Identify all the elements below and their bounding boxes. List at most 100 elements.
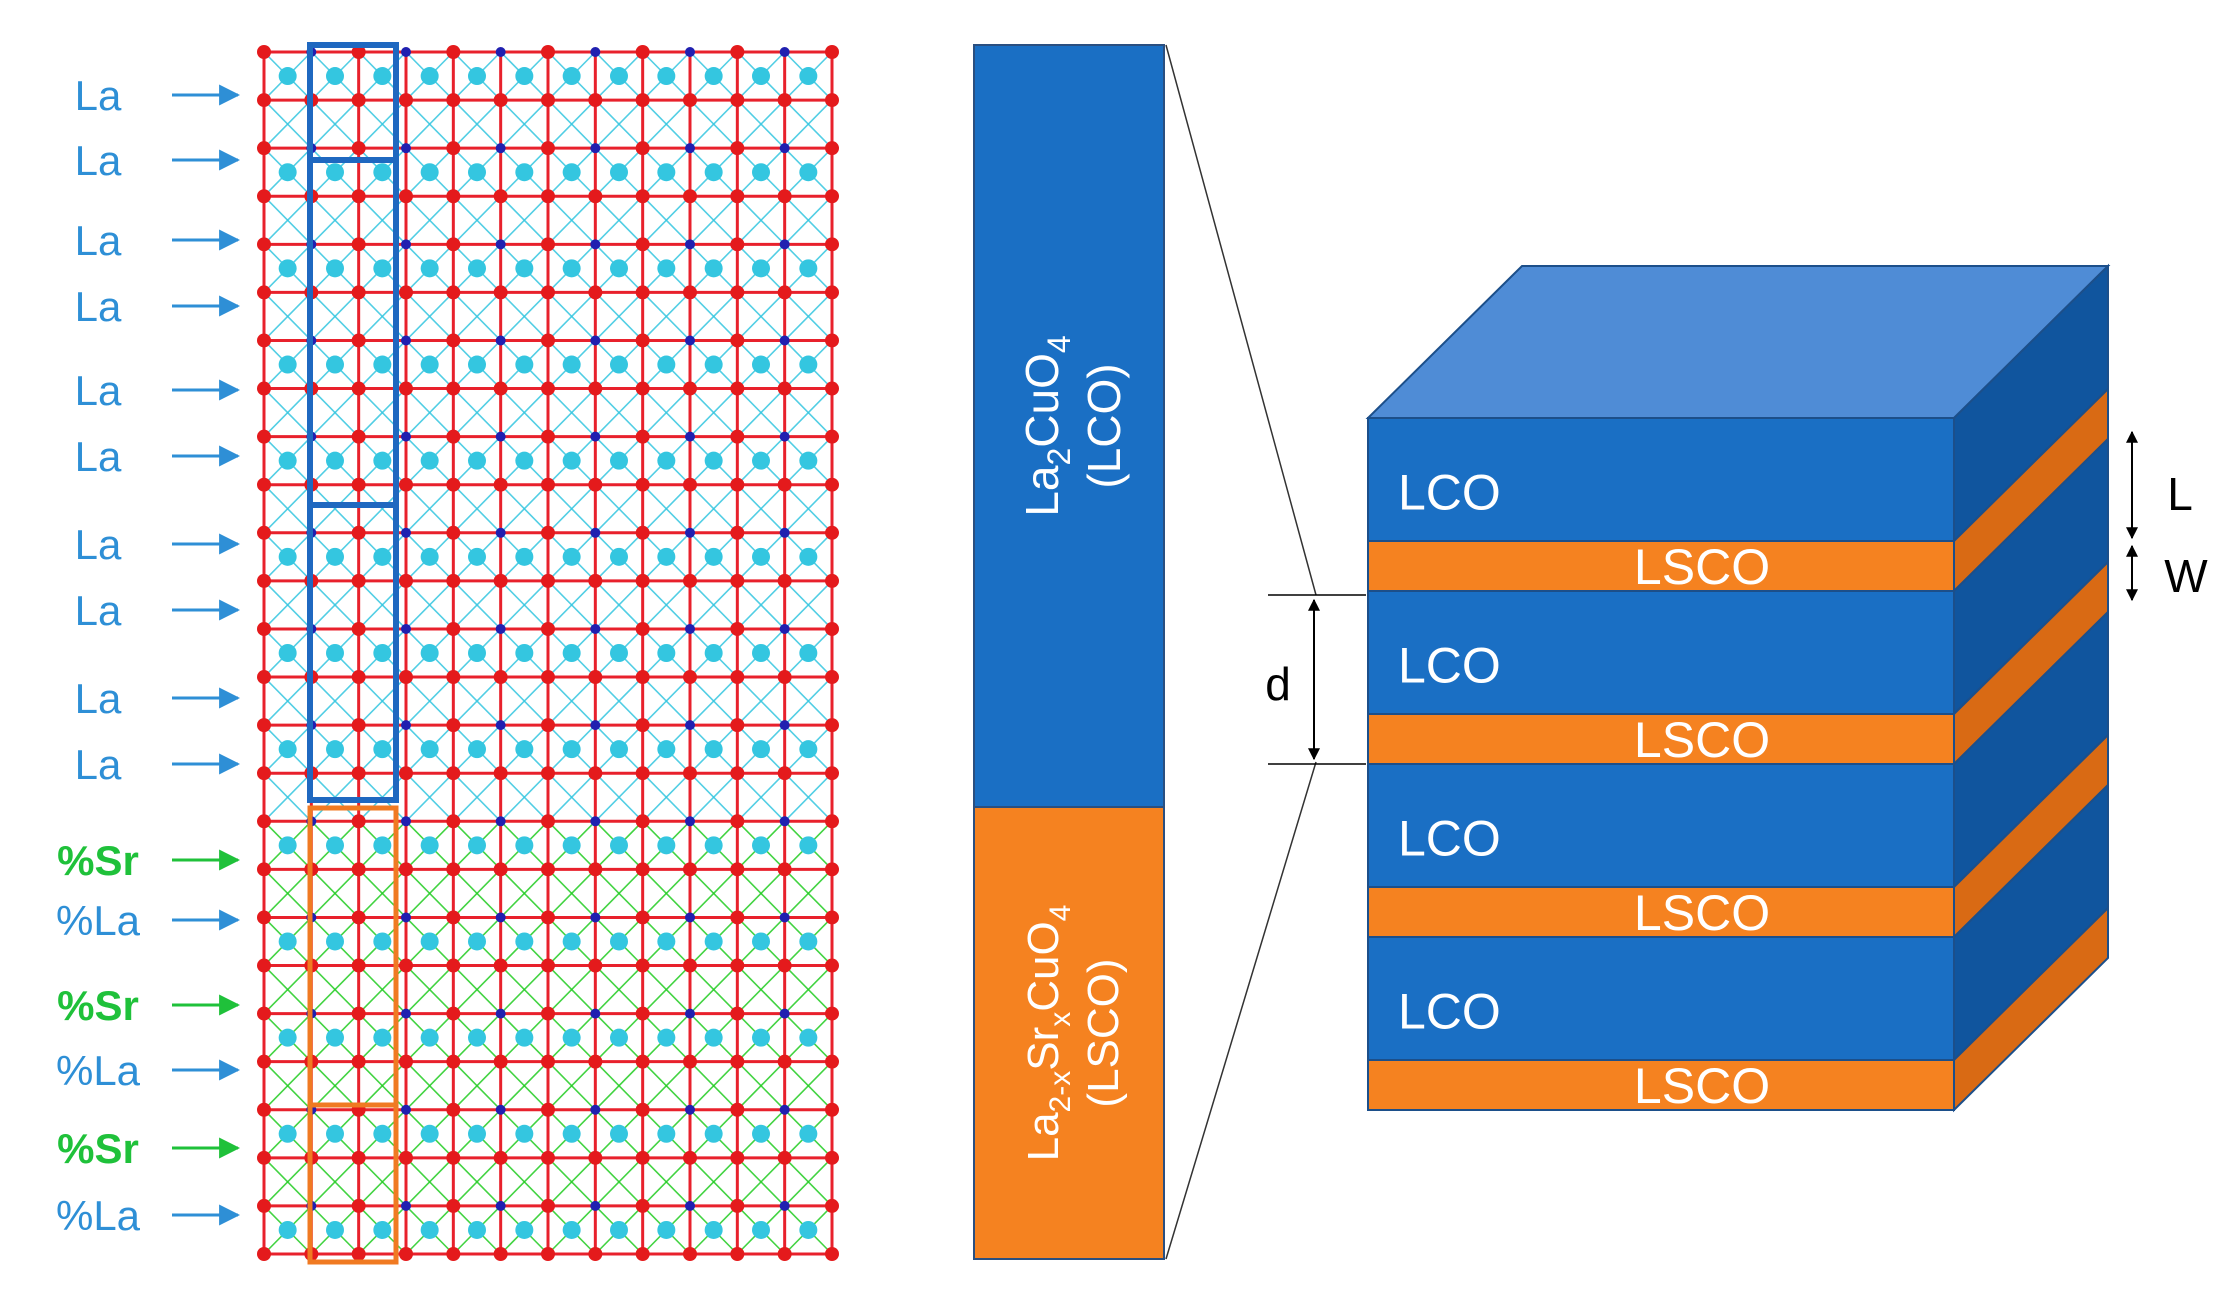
o-atom (446, 429, 461, 444)
o-atom (777, 1150, 792, 1165)
o-atom (541, 958, 555, 973)
o-atom (825, 237, 839, 252)
cu-atom (401, 431, 411, 442)
lattice-bond-diag (594, 484, 644, 534)
o-atom (493, 670, 508, 685)
o-atom (257, 525, 271, 540)
cu-atom (685, 623, 695, 634)
la-atom (420, 547, 439, 566)
la-atom (799, 740, 818, 759)
o-atom (730, 1198, 745, 1213)
la-atom (704, 163, 723, 182)
la-atom (752, 644, 770, 662)
o-atom (257, 93, 271, 108)
la-atom (752, 259, 770, 278)
layer-label: La (75, 433, 122, 480)
lattice-bond-diag (689, 484, 738, 534)
o-atom (541, 429, 555, 444)
o-atom (825, 93, 839, 108)
lco-layer-front (1367, 936, 1955, 1061)
cu-atom (495, 816, 506, 827)
la-atom (468, 1220, 486, 1239)
o-atom (399, 189, 413, 204)
cu-atom (779, 1008, 790, 1019)
la-atom (515, 932, 534, 951)
o-atom (683, 285, 697, 300)
lattice-bond-diag (689, 964, 738, 1015)
o-atom (730, 1006, 745, 1021)
lattice-bond-diag (263, 99, 312, 149)
o-atom (683, 573, 697, 588)
o-atom (257, 910, 271, 925)
la-atom (752, 740, 770, 759)
o-atom (825, 429, 839, 444)
o-atom (351, 766, 366, 781)
la-atom (610, 451, 628, 470)
o-atom (446, 1102, 461, 1117)
o-atom (399, 766, 413, 781)
o-atom (351, 670, 366, 685)
o-atom (635, 1006, 650, 1021)
lattice-bond-diag (500, 291, 549, 342)
lattice-bond-diag (263, 484, 312, 534)
lattice-highlights (307, 42, 399, 1265)
lattice-bond-diag (736, 580, 786, 630)
cu-atom (495, 527, 506, 538)
o-atom (588, 1054, 603, 1069)
lattice-bond-diag (405, 291, 454, 342)
la-atom (610, 1124, 628, 1143)
lattice-bond-diag (784, 1061, 833, 1111)
o-atom (541, 573, 555, 588)
o-atom (730, 1054, 745, 1069)
layer-label: %Sr (57, 1125, 139, 1172)
la-atom (373, 259, 392, 278)
lattice-bond-diag (689, 387, 738, 438)
la-atom (326, 451, 344, 470)
o-atom (351, 1054, 366, 1069)
la-atom (610, 1028, 628, 1047)
layer-label: La (75, 367, 122, 414)
o-atom (635, 477, 650, 492)
la-atom (562, 1124, 581, 1143)
la-atom (752, 163, 770, 182)
o-atom (541, 141, 555, 156)
o-atom (257, 237, 271, 252)
o-atom (635, 910, 650, 925)
o-atom (446, 862, 461, 877)
la-atom (420, 932, 439, 951)
la-atom (657, 451, 676, 470)
la-atom (420, 451, 439, 470)
la-atom (373, 932, 392, 951)
o-atom (493, 862, 508, 877)
o-atom (446, 910, 461, 925)
o-atom (399, 958, 413, 973)
lattice-bond-diag (736, 772, 786, 822)
la-atom (468, 451, 486, 470)
o-atom (541, 1054, 555, 1069)
la-atom (752, 355, 770, 374)
o-atom (446, 621, 461, 636)
la-atom (278, 644, 297, 662)
cu-atom (495, 720, 506, 731)
o-atom (351, 1150, 366, 1165)
o-atom (257, 573, 271, 588)
lsco-column-label: La2-xSrxCuO4 (1019, 905, 1077, 1162)
lattice-bond-diag (689, 195, 738, 245)
la-atom (373, 836, 392, 855)
o-atom (635, 958, 650, 973)
o-atom (399, 381, 413, 396)
lattice-bond-diag (594, 772, 644, 822)
la-atom (278, 547, 297, 566)
lattice-bond-diag (405, 1157, 454, 1207)
o-atom (730, 958, 745, 973)
lattice-bond-diag (452, 484, 502, 534)
o-atom (730, 93, 745, 108)
la-atom (799, 451, 818, 470)
o-atom (399, 573, 413, 588)
lattice-bonds (262, 50, 834, 1256)
o-atom (351, 93, 366, 108)
o-atom (825, 1054, 839, 1069)
lattice-bond-diag (500, 868, 549, 919)
o-atom (777, 862, 792, 877)
lattice-bond-diag (405, 580, 454, 630)
